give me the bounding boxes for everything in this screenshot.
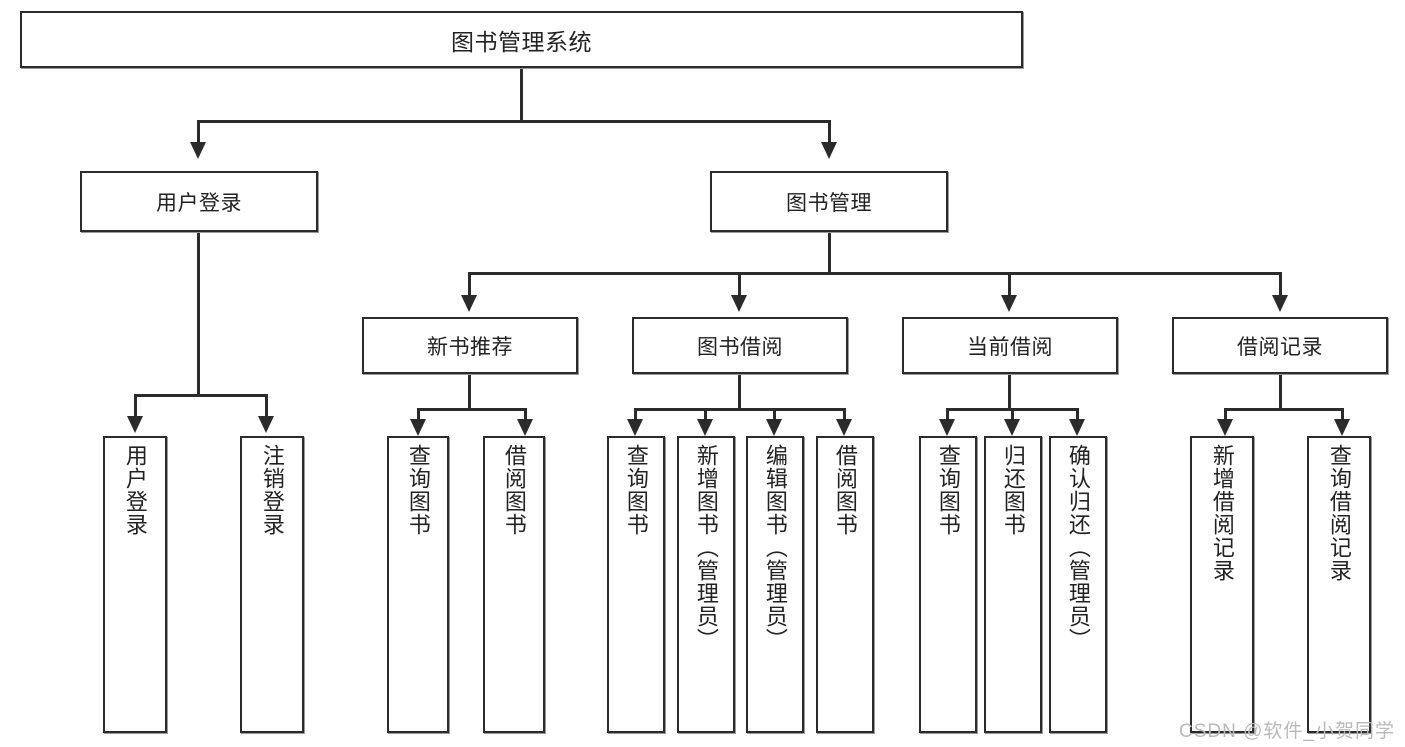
node-label: 注销登录	[259, 444, 285, 536]
leaf-book-borrow-edit[interactable]: 编辑图书（管理员）	[746, 436, 804, 733]
node-label: 确认归还（管理员）	[1065, 444, 1091, 651]
connector-nbr-stem	[468, 374, 471, 408]
connector-br-stem	[1279, 374, 1282, 408]
arrowhead-to-borrow-record	[1272, 295, 1288, 312]
node-label: 新增图书（管理员）	[693, 444, 719, 651]
node-label: 查询图书	[405, 444, 431, 536]
node-label: 查询图书	[623, 444, 649, 536]
node-label: 查询借阅记录	[1326, 444, 1352, 582]
node-label: 用户登录	[122, 444, 148, 536]
leaf-new-book-borrow[interactable]: 借阅图书	[483, 436, 545, 733]
leaf-current-borrow-confirm-return[interactable]: 确认归还（管理员）	[1049, 436, 1107, 733]
connector-nbr-bus	[417, 408, 527, 411]
connector-root-bus	[197, 120, 831, 123]
node-book-borrow[interactable]: 图书借阅	[632, 317, 848, 374]
connector-cb-drop-1	[946, 408, 949, 419]
arrowhead-to-new-book-recommend	[461, 295, 477, 312]
arrowhead-bb-leaf-1	[627, 419, 643, 436]
connector-bm-drop-2	[738, 272, 741, 295]
connector-root-stem	[520, 68, 523, 120]
node-label: 归还图书	[1000, 444, 1026, 536]
arrowhead-cb-leaf-3	[1069, 419, 1085, 436]
connector-root-drop-left	[197, 120, 200, 142]
leaf-user-login-login[interactable]: 用户登录	[103, 436, 167, 733]
arrowhead-cb-leaf-1	[939, 419, 955, 436]
leaf-borrow-record-add[interactable]: 新增借阅记录	[1190, 436, 1254, 733]
arrowhead-bb-leaf-2	[697, 419, 713, 436]
arrowhead-cb-leaf-2	[1004, 419, 1020, 436]
node-label: 新增借阅记录	[1209, 444, 1235, 582]
node-label: 图书借阅	[697, 335, 783, 359]
leaf-book-borrow-add[interactable]: 新增图书（管理员）	[677, 436, 735, 733]
connector-book-management-bus	[468, 272, 1282, 275]
connector-cb-stem	[1008, 374, 1011, 408]
leaf-new-book-query[interactable]: 查询图书	[387, 436, 449, 733]
arrowhead-user-login-leaf-2	[258, 416, 274, 433]
node-label: 新书推荐	[427, 335, 513, 359]
connector-book-management-stem	[828, 232, 831, 272]
node-book-management[interactable]: 图书管理	[710, 171, 948, 232]
node-borrow-record[interactable]: 借阅记录	[1172, 317, 1388, 374]
connector-bb-stem	[738, 374, 741, 408]
connector-bm-drop-4	[1279, 272, 1282, 295]
arrowhead-br-leaf-2	[1334, 419, 1350, 436]
node-label: 编辑图书（管理员）	[762, 444, 788, 651]
connector-nbr-drop-1	[417, 408, 420, 419]
leaf-borrow-record-query[interactable]: 查询借阅记录	[1307, 436, 1371, 733]
node-label: 图书管理	[786, 191, 872, 215]
node-root-system[interactable]: 图书管理系统	[20, 11, 1023, 68]
connector-user-login-bus	[134, 394, 268, 397]
connector-bm-drop-1	[468, 272, 471, 295]
node-label: 查询图书	[935, 444, 961, 536]
node-new-book-recommend[interactable]: 新书推荐	[362, 317, 578, 374]
connector-bb-drop-2	[704, 408, 707, 419]
connector-br-drop-2	[1341, 408, 1344, 419]
connector-bb-drop-1	[634, 408, 637, 419]
arrowhead-nbr-leaf-2	[517, 419, 533, 436]
node-label: 用户登录	[156, 191, 242, 215]
node-label: 借阅记录	[1237, 335, 1323, 359]
connector-user-login-drop-2	[265, 394, 268, 416]
arrowhead-bb-leaf-4	[836, 419, 852, 436]
connector-bb-drop-4	[843, 408, 846, 419]
leaf-book-borrow-query[interactable]: 查询图书	[607, 436, 665, 733]
arrowhead-to-current-borrow	[1001, 295, 1017, 312]
leaf-user-login-logout[interactable]: 注销登录	[240, 436, 304, 733]
arrowhead-user-login-leaf-1	[127, 416, 143, 433]
connector-bb-bus	[634, 408, 846, 411]
connector-user-login-stem	[197, 232, 200, 394]
leaf-book-borrow-borrow[interactable]: 借阅图书	[816, 436, 874, 733]
leaf-current-borrow-query[interactable]: 查询图书	[919, 436, 977, 733]
connector-br-drop-1	[1224, 408, 1227, 419]
connector-bb-drop-3	[773, 408, 776, 419]
arrowhead-to-book-management	[821, 142, 837, 159]
connector-bm-drop-3	[1008, 272, 1011, 295]
arrowhead-nbr-leaf-1	[410, 419, 426, 436]
node-label: 借阅图书	[501, 444, 527, 536]
connector-cb-drop-3	[1076, 408, 1079, 419]
node-label: 当前借阅	[967, 335, 1053, 359]
connector-root-drop-right	[828, 120, 831, 142]
connector-user-login-drop-1	[134, 394, 137, 416]
arrowhead-to-user-login	[190, 142, 206, 159]
node-user-login[interactable]: 用户登录	[80, 171, 318, 232]
arrowhead-bb-leaf-3	[766, 419, 782, 436]
leaf-current-borrow-return[interactable]: 归还图书	[984, 436, 1042, 733]
connector-nbr-drop-2	[524, 408, 527, 419]
node-label: 图书管理系统	[451, 28, 592, 55]
connector-br-bus	[1224, 408, 1344, 411]
connector-cb-drop-2	[1011, 408, 1014, 419]
arrowhead-to-book-borrow	[731, 295, 747, 312]
arrowhead-br-leaf-1	[1217, 419, 1233, 436]
node-current-borrow[interactable]: 当前借阅	[902, 317, 1118, 374]
node-label: 借阅图书	[832, 444, 858, 536]
